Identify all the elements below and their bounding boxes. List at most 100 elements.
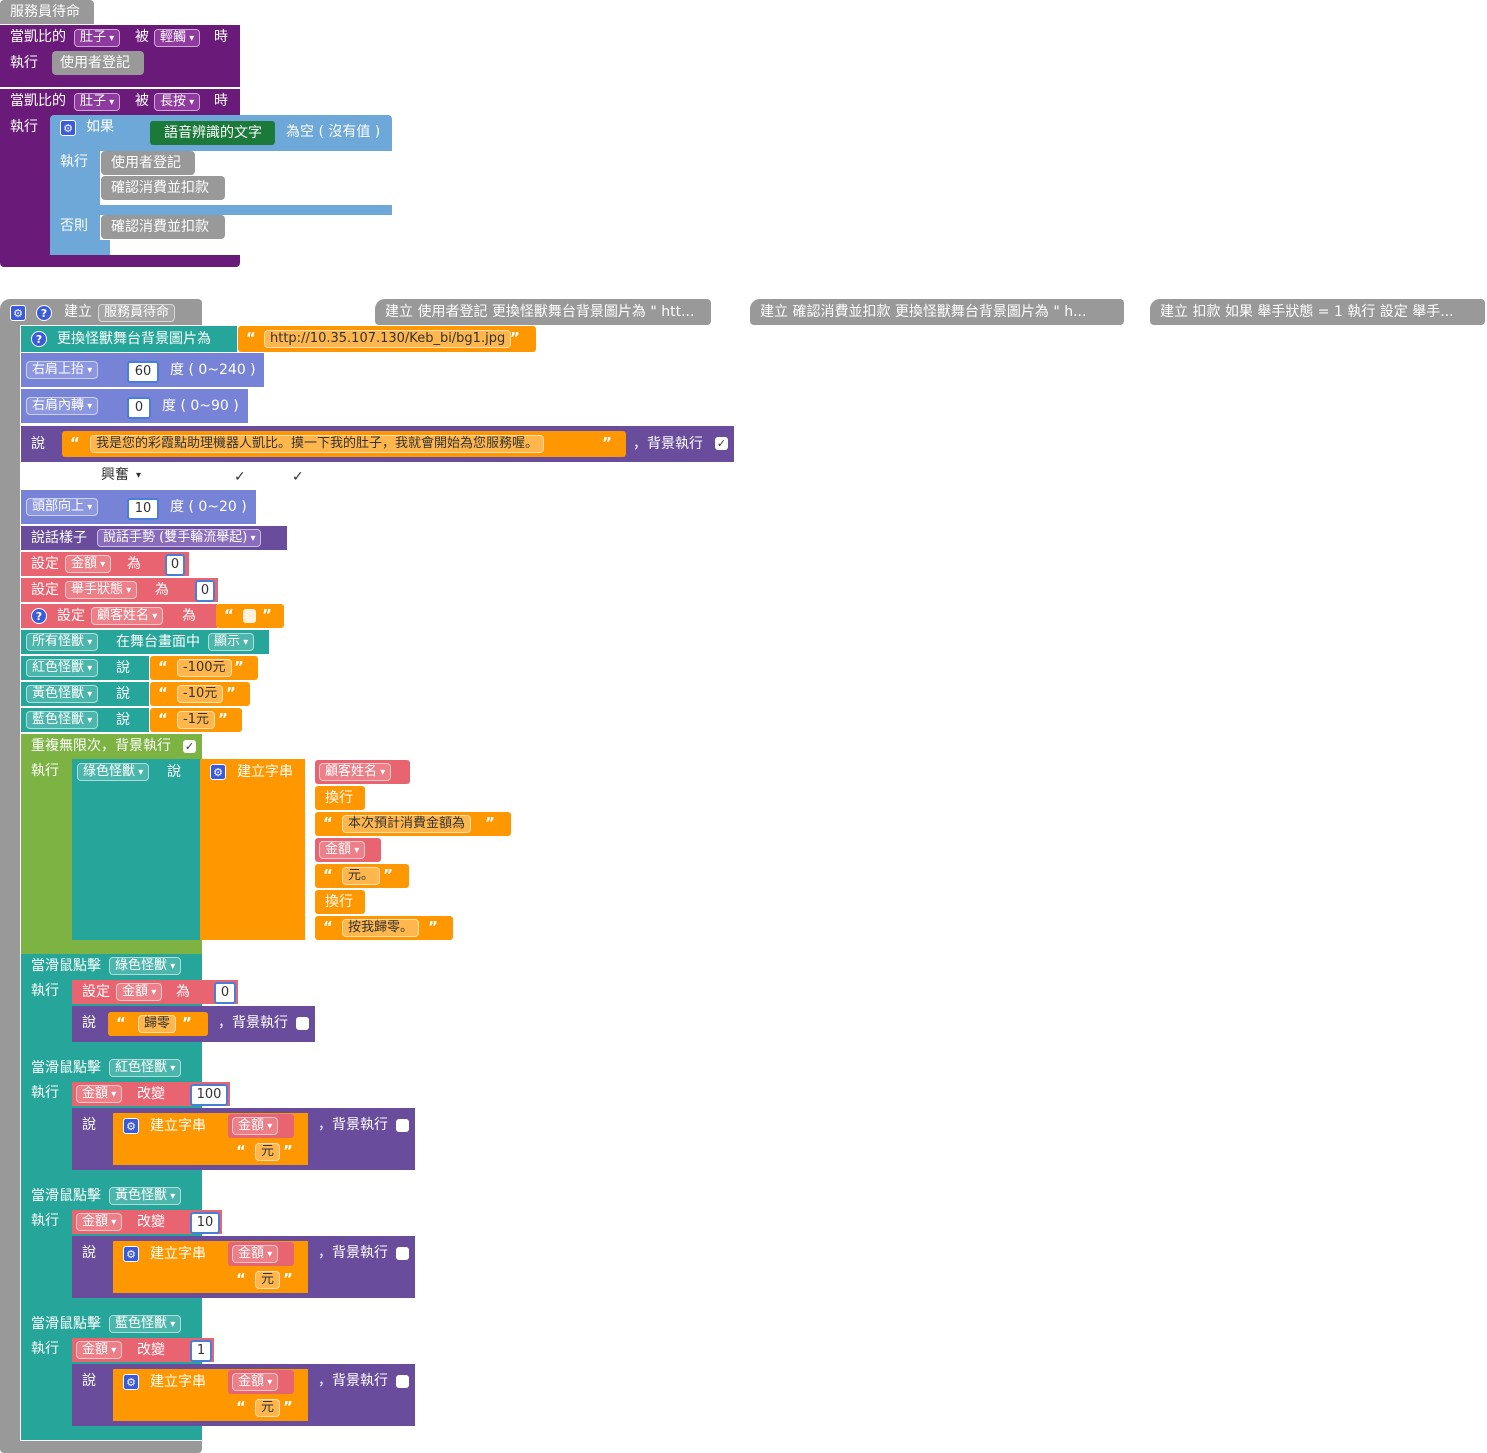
number-input[interactable]: 0: [214, 982, 236, 1004]
text-block[interactable]: “ 按我歸零。 ”: [315, 916, 453, 940]
gear-icon[interactable]: ⚙: [210, 764, 226, 780]
servo-block[interactable]: 右肩內轉 0 度 ( 0~90 ): [21, 389, 248, 423]
joint-dropdown[interactable]: 右肩上抬: [26, 361, 99, 379]
join-text-block[interactable]: ⚙ 建立字串: [200, 759, 305, 940]
variable-dropdown[interactable]: 金額: [76, 1085, 123, 1103]
url-text-field[interactable]: http://10.35.107.130/Keb_bi/bg1.jpg: [264, 330, 512, 348]
monster-dropdown[interactable]: 綠色怪獸: [77, 763, 150, 781]
text-field[interactable]: 元: [255, 1143, 281, 1161]
collapsed-procedure-block[interactable]: 建立 確認消費並扣款 更換怪獸舞台背景圖片為 " h...: [750, 299, 1124, 325]
number-input[interactable]: 0: [165, 554, 185, 576]
monster-visibility-block[interactable]: 所有怪獸 在舞台畫面中 顯示: [21, 630, 269, 654]
variable-dropdown[interactable]: 金額: [65, 555, 112, 573]
variable-get-block[interactable]: 金額: [315, 838, 381, 862]
servo-block[interactable]: 頭部向上 10 度 ( 0~20 ): [21, 490, 256, 524]
variable-get-block[interactable]: 金額: [228, 1242, 294, 1266]
variable-dropdown[interactable]: 金額: [232, 1245, 279, 1263]
text-field[interactable]: 本次預計消費金額為: [342, 815, 472, 833]
background-checkbox[interactable]: [396, 1375, 409, 1388]
gear-icon[interactable]: ⚙: [60, 120, 76, 136]
say-text-field[interactable]: 我是您的彩霞點助理機器人凱比。摸一下我的肚子，我就會開始為您服務喔。: [90, 435, 545, 453]
text-block[interactable]: “ 元 ”: [228, 1396, 306, 1420]
background-checkbox[interactable]: [296, 1017, 309, 1030]
text-field[interactable]: 元: [255, 1399, 281, 1417]
text-field[interactable]: 元: [255, 1271, 281, 1289]
servo-block[interactable]: 右肩上抬 60 度 ( 0~240 ): [21, 353, 264, 387]
text-field[interactable]: -100元: [177, 659, 232, 677]
joint-dropdown[interactable]: 右肩內轉: [26, 397, 99, 415]
gesture-dropdown[interactable]: 長按: [154, 93, 201, 111]
gear-icon[interactable]: ⚙: [123, 1246, 139, 1262]
gear-icon[interactable]: ⚙: [10, 305, 26, 321]
variable-dropdown[interactable]: 舉手狀態: [65, 581, 138, 599]
event-block-touch[interactable]: 當凱比的 肚子 被 輕觸 時 執行 使用者登記: [0, 25, 240, 87]
text-block[interactable]: “ -1元 ”: [150, 708, 242, 732]
background-image-block[interactable]: ? 更換怪獸舞台背景圖片為: [21, 326, 237, 352]
variable-get-block[interactable]: 金額: [228, 1370, 294, 1394]
monster-dropdown[interactable]: 藍色怪獸: [109, 1315, 182, 1333]
text-block[interactable]: “ 我是您的彩霞點助理機器人凱比。摸一下我的肚子，我就會開始為您服務喔。 ”: [62, 431, 626, 457]
change-variable-block[interactable]: 金額 改變 10: [72, 1210, 222, 1234]
gear-icon[interactable]: ⚙: [123, 1374, 139, 1390]
variable-dropdown[interactable]: 金額: [76, 1341, 123, 1359]
monster-dropdown[interactable]: 紅色怪獸: [26, 659, 99, 677]
collapsed-procedure-block[interactable]: 建立 使用者登記 更換怪獸舞台背景圖片為 " htt...: [375, 299, 711, 325]
gear-icon[interactable]: ⚙: [123, 1118, 139, 1134]
background-checkbox[interactable]: [396, 1247, 409, 1260]
text-block[interactable]: “ 元。 ”: [315, 864, 409, 888]
help-icon[interactable]: ?: [36, 305, 52, 321]
text-block[interactable]: “ http://10.35.107.130/Keb_bi/bg1.jpg ”: [238, 326, 536, 352]
text-block[interactable]: “ 歸零 ”: [108, 1012, 208, 1036]
voice-text-block[interactable]: 語音辨識的文字: [150, 121, 275, 145]
text-field[interactable]: -10元: [177, 685, 224, 703]
procedure-name-field[interactable]: 服務員待命: [98, 304, 176, 322]
change-variable-block[interactable]: 金額 改變 100: [72, 1082, 230, 1106]
variable-dropdown[interactable]: 金額: [232, 1117, 279, 1135]
number-input[interactable]: 1: [190, 1340, 212, 1362]
text-field[interactable]: 按我歸零。: [342, 919, 420, 937]
text-block[interactable]: “ -100元 ”: [150, 656, 258, 680]
text-field[interactable]: 元。: [342, 867, 381, 885]
variable-dropdown[interactable]: 金額: [232, 1373, 279, 1391]
number-input[interactable]: 10: [190, 1212, 220, 1234]
monster-say-block[interactable]: 藍色怪獸 說: [21, 708, 149, 732]
background-checkbox[interactable]: ✓: [183, 740, 196, 753]
monster-say-block[interactable]: 紅色怪獸 說: [21, 656, 149, 680]
set-variable-block[interactable]: ? 設定 顧客姓名 為: [21, 604, 217, 628]
show-dropdown[interactable]: 顯示: [208, 633, 255, 651]
procedure-call-block[interactable]: 確認消費並扣款: [101, 176, 225, 200]
procedure-call-block[interactable]: 使用者登記: [52, 51, 144, 75]
empty-text-block[interactable]: “ ”: [216, 604, 284, 628]
help-icon[interactable]: ?: [31, 331, 47, 347]
newline-block[interactable]: 換行: [315, 786, 365, 810]
variable-dropdown[interactable]: 顧客姓名: [319, 763, 392, 781]
speaking-style-block[interactable]: 說話樣子 說話手勢 (雙手輪流舉起): [21, 526, 287, 550]
text-block[interactable]: “ 元 ”: [228, 1268, 306, 1292]
monster-dropdown[interactable]: 藍色怪獸: [26, 711, 99, 729]
variable-dropdown[interactable]: 金額: [319, 841, 366, 859]
background-checkbox[interactable]: ✓: [715, 437, 728, 450]
number-input[interactable]: 0: [195, 580, 215, 602]
monster-dropdown[interactable]: 綠色怪獸: [109, 957, 182, 975]
monster-dropdown[interactable]: 紅色怪獸: [109, 1059, 182, 1077]
procedure-call-label-block[interactable]: 服務員待命: [0, 0, 94, 24]
body-part-dropdown[interactable]: 肚子: [74, 29, 121, 47]
text-block[interactable]: “ -10元 ”: [150, 682, 250, 706]
text-field[interactable]: -1元: [177, 711, 215, 729]
angle-input[interactable]: 10: [127, 498, 159, 520]
body-part-dropdown[interactable]: 肚子: [74, 93, 121, 111]
gesture-dropdown[interactable]: 輕觸: [154, 29, 201, 47]
variable-dropdown[interactable]: 金額: [116, 983, 163, 1001]
angle-input[interactable]: 60: [127, 361, 159, 383]
variable-get-block[interactable]: 金額: [228, 1114, 294, 1138]
procedure-call-block[interactable]: 確認消費並扣款: [101, 215, 225, 239]
variable-dropdown[interactable]: 金額: [76, 1213, 123, 1231]
text-block[interactable]: “ 本次預計消費金額為 ”: [315, 812, 511, 836]
variable-get-block[interactable]: 顧客姓名: [315, 760, 410, 784]
set-variable-block[interactable]: 設定 金額 為 0: [72, 980, 238, 1004]
monster-dropdown[interactable]: 黃色怪獸: [109, 1187, 182, 1205]
number-input[interactable]: 100: [190, 1084, 228, 1106]
monster-dropdown[interactable]: 黃色怪獸: [26, 685, 99, 703]
joint-dropdown[interactable]: 頭部向上: [26, 498, 99, 516]
change-variable-block[interactable]: 金額 改變 1: [72, 1338, 214, 1362]
